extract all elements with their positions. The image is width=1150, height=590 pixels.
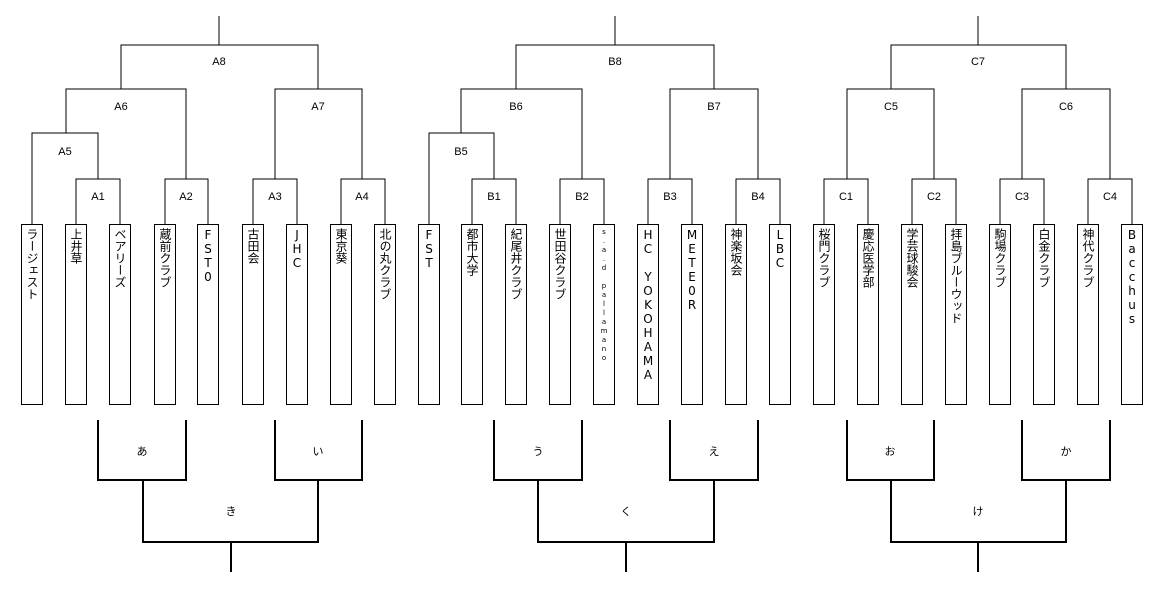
match-label-b4: B4 [751, 191, 764, 203]
team-name: 北の丸クラブ [378, 228, 392, 300]
match-label-a5: A5 [58, 146, 71, 158]
match-label-a2: A2 [179, 191, 192, 203]
team-box: 都市大学 [461, 224, 483, 405]
match-label-a7: A7 [311, 101, 324, 113]
team-name: 世田谷クラブ [553, 228, 567, 300]
team-box: JHC [286, 224, 308, 405]
team-box: 蔵前クラブ [154, 224, 176, 405]
team-name: 上井草 [69, 228, 83, 264]
match-label-a-hira: あ [137, 445, 148, 458]
team-name: s.a.d pallamano [600, 228, 608, 363]
team-box: METE0R [681, 224, 703, 405]
team-box: ベアリーズ [109, 224, 131, 405]
bottom-match-labels: あ い き う え く お か け [137, 445, 1072, 518]
team-name: 神代クラブ [1081, 228, 1095, 288]
team-name: 東京葵 [334, 228, 348, 264]
team-name: 駒場クラブ [993, 228, 1007, 288]
match-label-b5: B5 [454, 146, 467, 158]
team-name: 都市大学 [465, 228, 479, 276]
match-label-ke-hira: け [973, 505, 984, 518]
team-box: s.a.d pallamano [593, 224, 615, 405]
team-name: 桜門クラブ [817, 228, 831, 288]
team-name: HC YOKOHAMA [641, 228, 655, 382]
match-label-ki-hira: き [226, 505, 237, 518]
team-name: ラージェスト [25, 228, 39, 300]
match-label-ka-hira: か [1061, 445, 1072, 458]
team-box: 世田谷クラブ [549, 224, 571, 405]
group-a-top-lines [31, 16, 386, 224]
match-label-c1: C1 [839, 191, 853, 203]
team-box: 古田会 [242, 224, 264, 405]
team-box: 学芸球駿会 [901, 224, 923, 405]
team-name: 学芸球駿会 [905, 228, 919, 288]
match-label-c2: C2 [927, 191, 941, 203]
team-name: ベアリーズ [113, 228, 127, 288]
team-name: LBC [773, 228, 787, 270]
match-label-a8: A8 [212, 56, 225, 68]
team-box: 慶応医学部 [857, 224, 879, 405]
match-label-b2: B2 [575, 191, 588, 203]
match-label-c6: C6 [1059, 101, 1073, 113]
match-label-c5: C5 [884, 101, 898, 113]
team-box: 拝島ブルーウッド [945, 224, 967, 405]
team-name: Bacchus [1125, 228, 1139, 326]
team-name: 紀尾井クラブ [509, 228, 523, 300]
team-name: 拝島ブルーウッド [949, 228, 963, 324]
team-box: 上井草 [65, 224, 87, 405]
team-name: FST0 [201, 228, 215, 284]
match-label-b1: B1 [487, 191, 500, 203]
team-name: 蔵前クラブ [158, 228, 172, 288]
team-box: HC YOKOHAMA [637, 224, 659, 405]
match-label-c7: C7 [971, 56, 985, 68]
team-name: 古田会 [246, 228, 260, 264]
top-match-labels: A8 A6 A7 A5 A1 A2 A3 A4 B8 B6 B7 B5 B1 B… [58, 56, 1117, 203]
team-box: ラージェスト [21, 224, 43, 405]
team-box: 東京葵 [330, 224, 352, 405]
match-label-b8: B8 [608, 56, 621, 68]
match-label-b3: B3 [663, 191, 676, 203]
team-box: 駒場クラブ [989, 224, 1011, 405]
match-label-i-hira: い [313, 446, 324, 458]
team-box: 神代クラブ [1077, 224, 1099, 405]
team-box: Bacchus [1121, 224, 1143, 405]
team-box: FST [418, 224, 440, 405]
match-label-a3: A3 [268, 191, 281, 203]
match-label-a1: A1 [91, 191, 104, 203]
team-box: 北の丸クラブ [374, 224, 396, 405]
match-label-c3: C3 [1015, 191, 1029, 203]
bottom-bracket-lines [97, 420, 1111, 572]
match-label-c4: C4 [1103, 191, 1117, 203]
team-name: METE0R [685, 228, 699, 312]
match-label-ku-hira: く [621, 506, 632, 518]
team-box: 紀尾井クラブ [505, 224, 527, 405]
group-c-top-lines [823, 16, 1133, 224]
team-box: 桜門クラブ [813, 224, 835, 405]
team-name: JHC [290, 228, 304, 270]
team-name: 白金クラブ [1037, 228, 1051, 288]
match-label-o-hira: お [885, 445, 896, 458]
team-box: FST0 [197, 224, 219, 405]
team-name: 神楽坂会 [729, 228, 743, 276]
team-box: LBC [769, 224, 791, 405]
match-label-u-hira: う [533, 445, 544, 458]
team-name: 慶応医学部 [861, 228, 875, 288]
team-box: 神楽坂会 [725, 224, 747, 405]
match-label-b6: B6 [509, 101, 522, 113]
team-name: FST [422, 228, 436, 270]
match-label-e-hira: え [709, 445, 720, 458]
match-label-a4: A4 [355, 191, 368, 203]
group-b-top-lines [428, 16, 781, 224]
match-label-a6: A6 [114, 101, 127, 113]
match-label-b7: B7 [707, 101, 720, 113]
team-box: 白金クラブ [1033, 224, 1055, 405]
